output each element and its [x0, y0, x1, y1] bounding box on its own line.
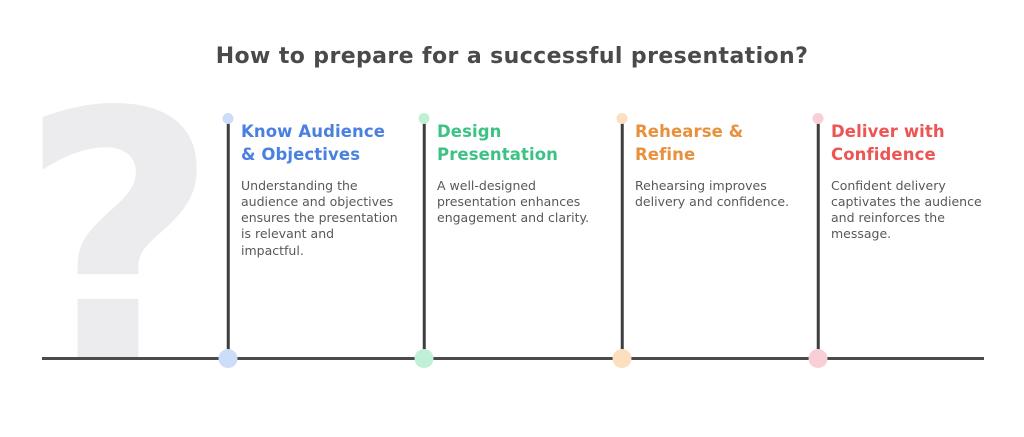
step-2-heading: Design Presentation: [437, 122, 559, 164]
timeline-axis: [42, 357, 984, 360]
question-mark-background: ?: [18, 39, 220, 437]
step-3-top-dot: [616, 113, 628, 124]
step-1-timeline-dot: [218, 349, 238, 368]
step-3-content: Rehearse & Refine Rehearsing improves de…: [635, 121, 793, 210]
step-2-connector-line: [422, 123, 426, 359]
step-1-description: Understanding the audience and objective…: [241, 177, 398, 258]
step-design-presentation: Design Presentation A well-designed pres…: [414, 112, 604, 370]
step-4-connector-line: [816, 123, 820, 359]
step-3-timeline-dot: [612, 349, 632, 368]
step-4-content: Deliver with Confidence Confident delive…: [831, 121, 989, 243]
step-3-connector-line: [620, 123, 624, 359]
step-4-description: Confident delivery captivates the audien…: [831, 177, 982, 242]
step-2-timeline-dot: [414, 349, 434, 368]
step-rehearse-refine: Rehearse & Refine Rehearsing improves de…: [612, 112, 802, 370]
step-2-description: A well-designed presentation enhances en…: [437, 177, 590, 226]
step-3-description: Rehearsing improves delivery and confide…: [635, 177, 790, 209]
step-1-top-dot: [222, 113, 234, 124]
step-know-audience: Know Audience & Objectives Understanding…: [218, 112, 408, 370]
step-1-connector-line: [226, 123, 230, 359]
step-1-heading: Know Audience & Objectives: [241, 122, 386, 164]
step-3-heading: Rehearse & Refine: [635, 122, 744, 164]
step-deliver-confidence: Deliver with Confidence Confident delive…: [808, 112, 998, 370]
step-4-heading: Deliver with Confidence: [831, 122, 945, 164]
step-2-content: Design Presentation A well-designed pres…: [437, 121, 595, 226]
page-title: How to prepare for a successful presenta…: [215, 44, 809, 69]
step-4-timeline-dot: [808, 349, 828, 368]
step-1-content: Know Audience & Objectives Understanding…: [241, 121, 399, 259]
step-4-top-dot: [812, 113, 824, 124]
step-2-top-dot: [418, 113, 430, 124]
